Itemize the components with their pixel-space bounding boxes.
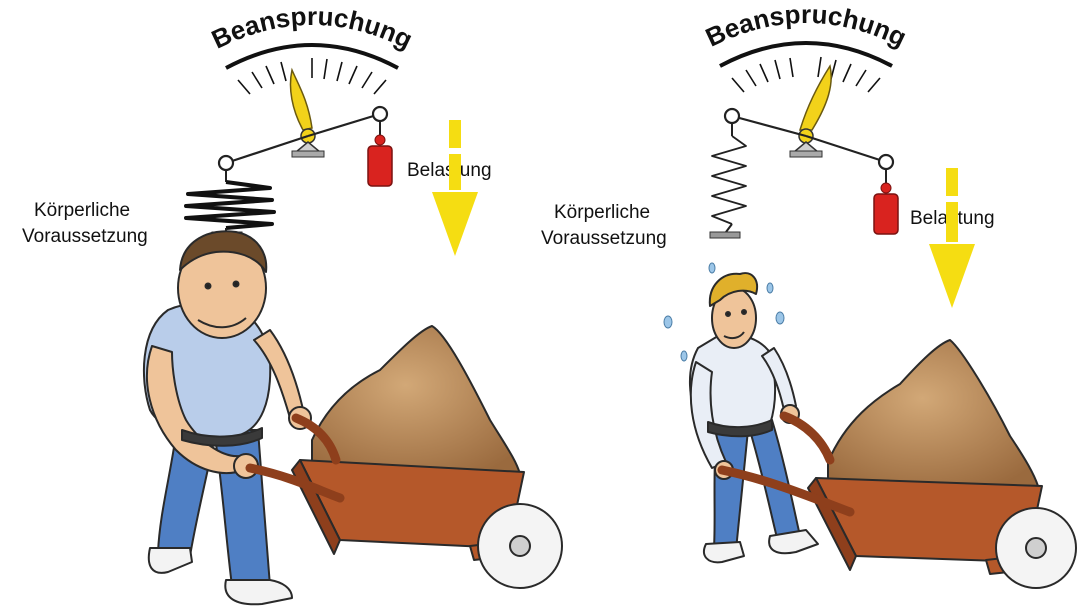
wheelbarrow-icon [250,326,562,588]
soil-heap [828,340,1038,486]
spring-icon [710,123,746,238]
spring-icon [186,170,274,238]
gauge-ticks [732,57,880,92]
gauge-needle [800,66,831,130]
weak-person-figure [664,263,818,562]
spring-label-line1: Körperliche [554,202,650,223]
spring-label-line1: Körperliche [34,200,130,221]
strong-person-figure [144,231,311,604]
spring-label-line2: Voraussetzung [22,226,148,247]
gauge-needle [290,70,312,130]
spring-label-line2: Voraussetzung [541,228,667,249]
down-arrow-icon [929,168,975,308]
gauge-icon: Beanspruchung [207,1,417,157]
gauge-ticks [238,58,386,94]
down-arrow-icon [432,120,478,256]
soil-heap [312,326,520,474]
weight-icon [874,169,898,234]
panel-weak-person: Beanspruchung [541,0,1076,588]
weight-icon [368,121,392,186]
panel-strong-person: Beanspruchung [22,1,562,604]
gauge-scale-arc [720,43,892,66]
